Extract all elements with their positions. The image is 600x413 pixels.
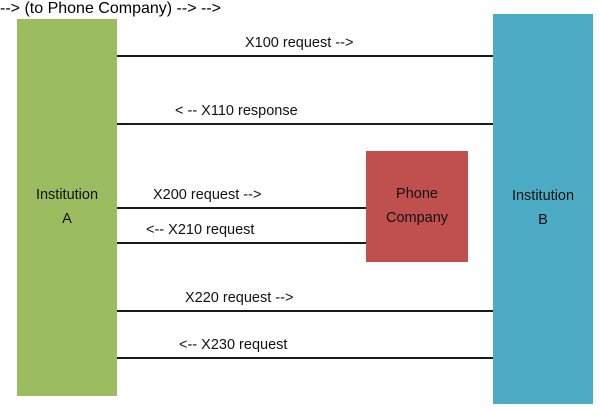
message-line-x200 [117,207,366,209]
message-line-x110 [117,123,493,125]
message-line-x220 [117,310,493,312]
actor-institution-a-label-line2: A [62,210,72,227]
actor-phone-company-label-line2: Company [385,209,449,226]
message-label-x200: X200 request --> [153,187,262,203]
message-label-x110: < -- X110 response [175,103,298,119]
message-line-x100 [117,55,493,57]
message-label-x220: X220 request --> [185,290,294,306]
message-label-x210: <-- X210 request [146,222,255,238]
actor-phone-company-label-line1: Phone [396,185,438,202]
message-line-x230 [117,357,493,359]
message-label-x100: X100 request --> [245,35,354,51]
actor-institution-b-label-line2: B [538,212,548,228]
message-line-x210 [117,242,366,244]
actor-institution-b-label-line1: Institution [511,188,575,205]
actor-institution-b: Institution B [493,14,593,404]
actor-institution-a: Institution A [17,19,117,396]
actor-institution-a-label-line1: Institution [35,186,99,203]
message-label-x230: <-- X230 request [179,337,288,353]
actor-phone-company: Phone Company [366,151,468,262]
